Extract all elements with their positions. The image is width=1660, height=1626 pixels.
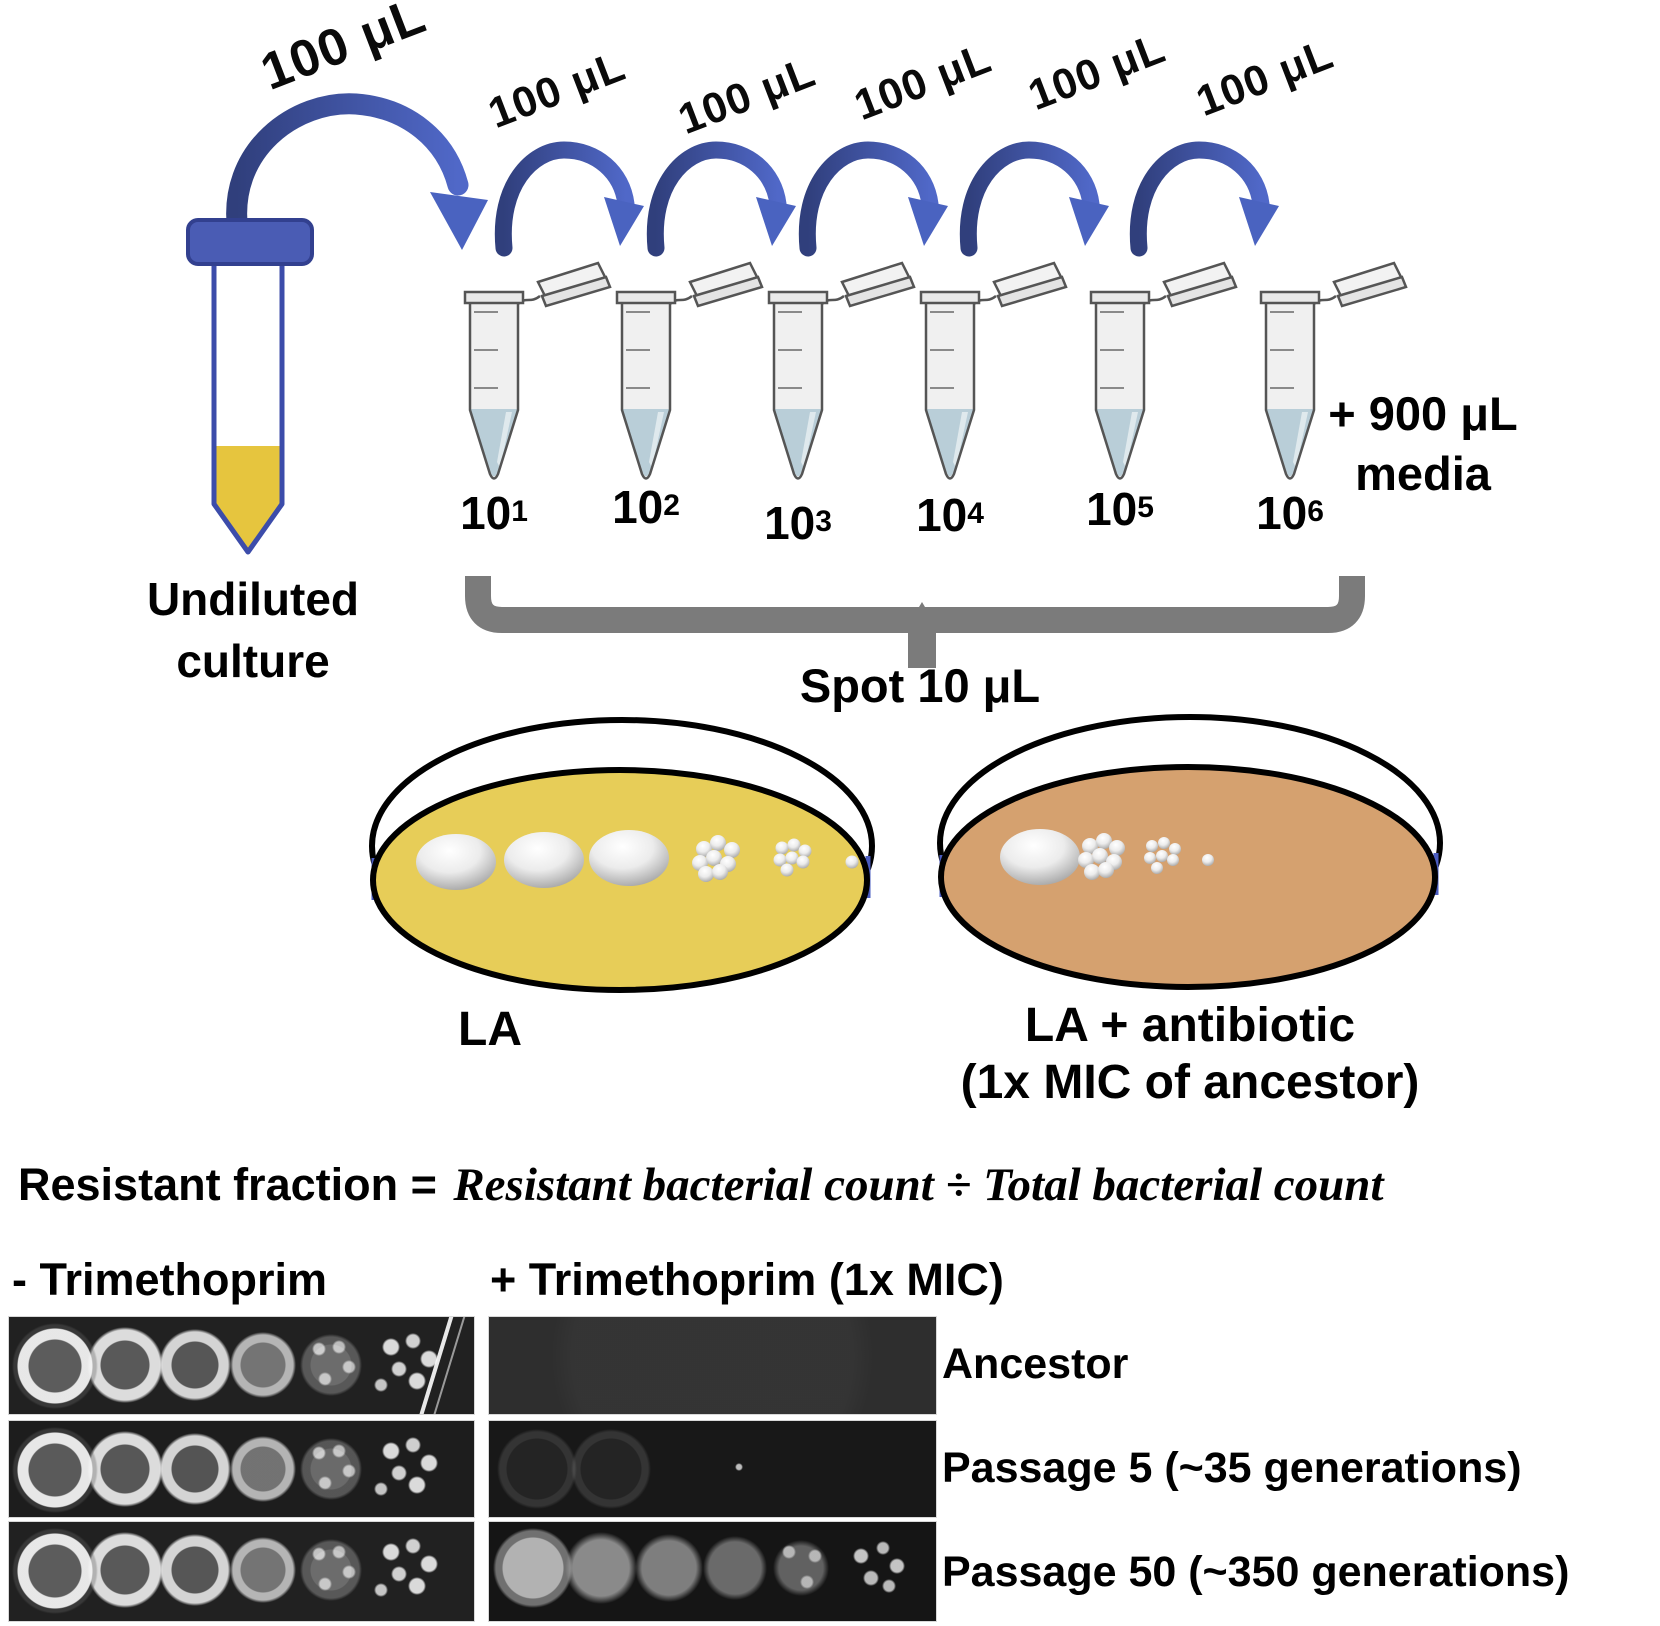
plus-trimethoprim-header: + Trimethoprim (1x MIC) <box>490 1254 1004 1305</box>
colony-cluster-icon <box>692 835 740 882</box>
transfer-arrow-icon <box>959 141 1100 257</box>
dilution-factor-label: 102 <box>586 480 706 534</box>
plate-photo-passage5-minus-tmp <box>8 1420 475 1518</box>
row-label-passage50: Passage 50 (~350 generations) <box>942 1548 1570 1596</box>
la-plate-label: LA <box>458 1003 522 1056</box>
dilution-exponent: 6 <box>1307 495 1324 528</box>
plate-photo-ancestor-minus-tmp <box>8 1316 475 1415</box>
plate-photo-ancestor-plus-tmp <box>488 1316 937 1415</box>
arrowhead-icon <box>1239 197 1279 246</box>
petri-dishes-illustration <box>369 714 1443 993</box>
dilution-exponent: 4 <box>967 497 984 530</box>
dilution-base: 10 <box>1256 487 1308 539</box>
row-label-passage5: Passage 5 (~35 generations) <box>942 1444 1522 1492</box>
arrowhead-icon <box>1069 197 1109 246</box>
arrowhead-icon <box>430 192 488 250</box>
media-note-line2: media <box>1355 447 1491 501</box>
plate-photo-passage50-minus-tmp <box>8 1521 475 1622</box>
dilution-tube-icon <box>919 261 1068 480</box>
dilution-factor-label: 104 <box>890 488 1010 542</box>
dilution-base: 10 <box>612 481 664 533</box>
arrowhead-icon <box>604 197 644 246</box>
transfer-arrow-icon <box>1129 141 1270 257</box>
source-culture-label: Undiluted culture <box>146 573 360 688</box>
media-volume-note: + 900 μL media <box>1318 384 1528 504</box>
plate-photo-passage5-plus-tmp <box>488 1420 937 1518</box>
dilution-factor-label: 105 <box>1060 482 1180 536</box>
arrowhead-icon <box>756 197 796 246</box>
spot-volume-label: Spot 10 μL <box>799 659 1041 712</box>
antibiotic-plate-label-line1: LA + antibiotic <box>1024 999 1356 1052</box>
row-label-ancestor: Ancestor <box>942 1340 1129 1388</box>
dilution-base: 10 <box>460 487 512 539</box>
transfer-arrow-icon <box>494 141 635 257</box>
resistant-fraction-formula: Resistant fraction = Resistant bacterial… <box>18 1158 1648 1212</box>
media-note-line1: + 900 μL <box>1328 387 1518 440</box>
transfer-arrow-icon <box>646 141 787 257</box>
no-trimethoprim-header: - Trimethoprim <box>12 1254 328 1305</box>
dilution-base: 10 <box>916 489 968 541</box>
dilution-exponent: 2 <box>663 489 680 522</box>
antibiotic-plate-label: LA + antibiotic (1x MIC of ancestor) <box>905 998 1475 1111</box>
dilution-exponent: 1 <box>511 495 528 528</box>
dilution-tube-icon <box>1089 261 1238 480</box>
dilution-tube-icon <box>615 261 764 480</box>
dilution-factor-label: 103 <box>738 496 858 550</box>
grouping-bracket-icon <box>465 576 1365 668</box>
formula-rhs: Resistant bacterial count ÷ Total bacter… <box>453 1159 1384 1211</box>
undiluted-culture-tube-icon <box>186 218 314 555</box>
transfer-arrows <box>226 93 1279 257</box>
colony-cluster-icon <box>773 838 812 877</box>
antibiotic-plate-label-line2: (1x MIC of ancestor) <box>960 1055 1420 1109</box>
dilution-base: 10 <box>1086 483 1138 535</box>
transfer-arrow-icon <box>798 141 939 257</box>
dilution-tube-icon <box>767 261 916 480</box>
colony-cluster-icon <box>1144 837 1181 874</box>
dilution-factor-label: 106 <box>1230 486 1350 540</box>
plate-photo-passage50-plus-tmp <box>488 1521 937 1622</box>
dilution-tube-icon <box>463 261 612 480</box>
colony-cluster-icon <box>1078 833 1125 880</box>
dilution-base: 10 <box>764 497 816 549</box>
dilution-exponent: 3 <box>815 505 832 538</box>
dilution-factor-label: 101 <box>434 486 554 540</box>
antibiotic-plate-icon <box>937 714 1443 990</box>
dilution-exponent: 5 <box>1137 491 1154 524</box>
transfer-arrow-icon <box>226 93 469 243</box>
la-plate-icon <box>369 717 875 993</box>
formula-lhs: Resistant fraction = <box>18 1159 437 1210</box>
arrowhead-icon <box>908 197 948 246</box>
